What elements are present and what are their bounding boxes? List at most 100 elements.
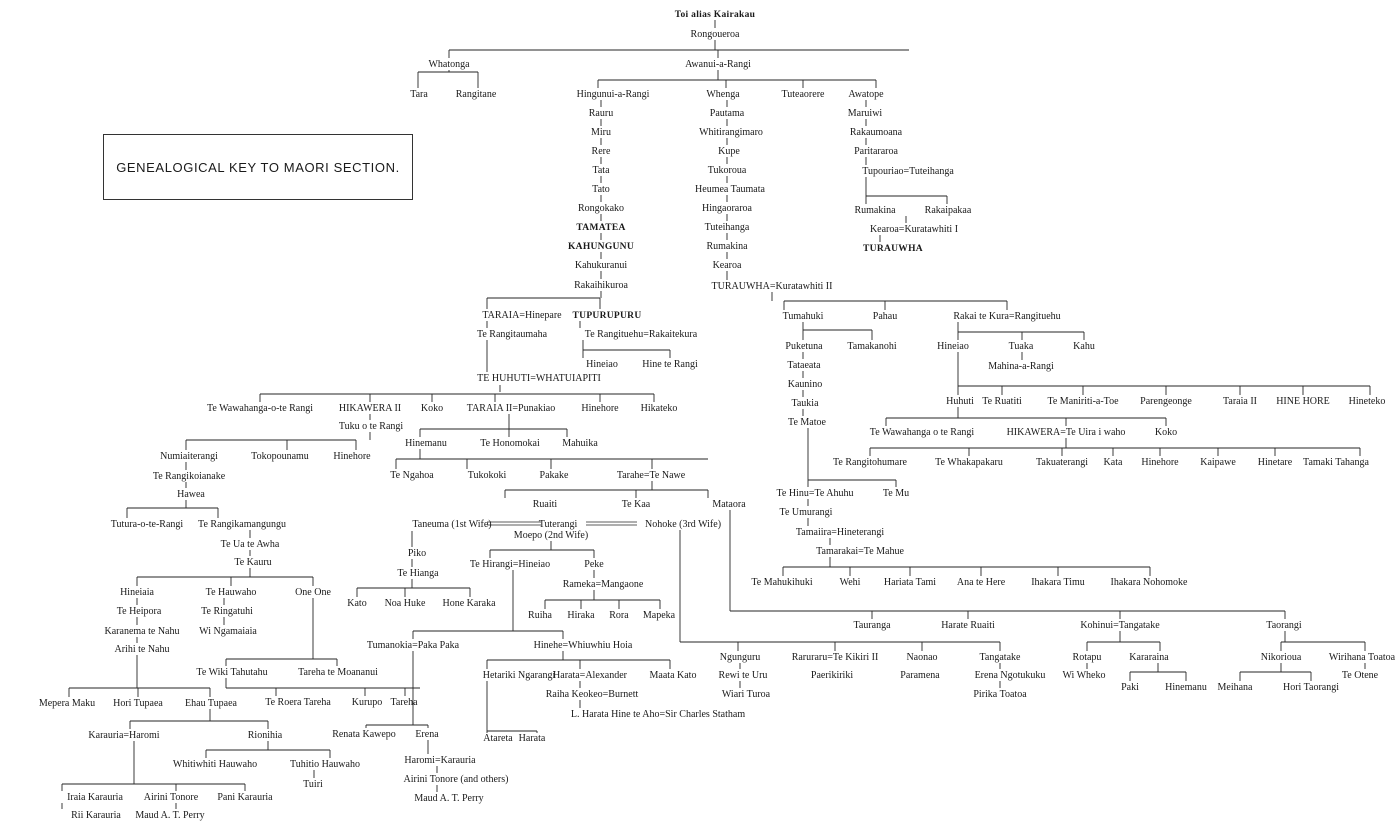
person-node-ehau: Ehau Tupaea	[185, 698, 238, 709]
person-node-rongoueroa: Rongoueroa	[691, 29, 740, 40]
person-node-kaunino: Kaunino	[788, 379, 822, 390]
person-node-hiraka: Hiraka	[567, 610, 595, 621]
tree-links	[61, 20, 1371, 809]
person-node-tupurupuru: TUPURUPURU	[573, 311, 642, 321]
person-node-ruaiti: Ruaiti	[533, 499, 558, 510]
person-node-harata2: Harata	[519, 733, 546, 744]
person-node-teotene: Te Otene	[1342, 670, 1379, 681]
person-node-tauranga: Tauranga	[853, 620, 891, 631]
person-node-taukia: Taukia	[791, 398, 819, 409]
person-node-taneuma: Taneuma (1st Wife)	[412, 519, 491, 530]
person-node-tataeata: Tataeata	[787, 360, 821, 371]
person-node-hineterangi_a: Hine te Rangi	[642, 359, 698, 370]
person-node-noahuke: Noa Huke	[385, 598, 426, 609]
person-node-tuiri: Tuiri	[303, 779, 323, 790]
person-node-teumurangi: Te Umurangi	[780, 507, 833, 518]
person-node-tuteaorere: Tuteaorere	[782, 89, 826, 100]
person-node-airini2: Airini Tonore (and others)	[404, 774, 509, 785]
person-node-mahuika: Mahuika	[562, 438, 598, 449]
person-node-kearoa_l: Kearoa	[713, 260, 742, 271]
person-node-rakaihikuroa: Rakaihikuroa	[574, 280, 628, 291]
person-node-rumakina_r: Rumakina	[854, 205, 896, 216]
person-node-rionihia: Rionihia	[248, 730, 283, 741]
person-node-tangatake2: Tangatake	[980, 652, 1022, 663]
person-node-whenga: Whenga	[706, 89, 740, 100]
person-node-hikateko1: Hikateko	[641, 403, 678, 414]
person-node-tumahuki: Tumahuki	[783, 311, 824, 322]
person-node-tehonomokai: Te Honomokai	[480, 438, 540, 449]
person-node-paritararoa: Paritararoa	[854, 146, 898, 157]
person-node-hawea: Hawea	[177, 489, 205, 500]
person-node-kaipawe: Kaipawe	[1200, 457, 1236, 468]
person-node-teruatiti: Te Ruatiti	[982, 396, 1022, 407]
person-node-terangituehu: Te Rangituehu=Rakaitekura	[585, 329, 698, 340]
person-node-tupouriao: Tupouriao=Tuteihanga	[862, 166, 954, 177]
person-node-tato: Tato	[592, 184, 610, 195]
person-node-tareha_m: Tareha te Moananui	[298, 667, 378, 678]
person-node-tekauru: Te Kauru	[234, 557, 271, 568]
person-node-kearoa_r: Kearoa=Kuratawhiti I	[870, 224, 958, 235]
person-node-teringatuhi: Te Ringatuhi	[201, 606, 253, 617]
person-node-tehirangi: Te Hirangi=Hineiao	[470, 559, 550, 570]
person-node-tuhitio: Tuhitio Hauwaho	[290, 759, 360, 770]
person-node-temu: Te Mu	[883, 488, 909, 499]
person-node-tukoroua: Tukoroua	[708, 165, 747, 176]
person-node-hineteko: Hineteko	[1349, 396, 1386, 407]
person-node-rangitane: Rangitane	[456, 89, 497, 100]
person-node-taraia3: Taraia II	[1223, 396, 1257, 407]
person-node-horitaorangi: Hori Taorangi	[1283, 682, 1339, 693]
person-node-hinehe: Hinehe=Whiuwhiu Hoia	[534, 640, 633, 651]
person-node-terangitohumare: Te Rangitohumare	[833, 457, 908, 468]
person-node-tehianga: Te Hianga	[397, 568, 439, 579]
person-node-maud2: Maud A. T. Perry	[414, 793, 483, 804]
person-node-kupe: Kupe	[718, 146, 740, 157]
person-node-teheipora: Te Heipora	[117, 606, 162, 617]
person-node-maruiwi: Maruiwi	[848, 108, 883, 119]
person-node-paramena: Paramena	[900, 670, 940, 681]
person-node-rakaumoana: Rakaumoana	[850, 127, 903, 138]
person-node-hinemanu1: Hinemanu	[405, 438, 447, 449]
person-node-tuterangi: Tuterangi	[539, 519, 578, 530]
person-node-pani: Pani Karauria	[217, 792, 273, 803]
person-node-whitirangimaro: Whitirangimaro	[699, 127, 763, 138]
person-node-peke: Peke	[584, 559, 604, 570]
person-node-hinehore3: HINE HORE	[1276, 396, 1330, 407]
person-node-mepera: Mepera Maku	[39, 698, 95, 709]
person-node-rauru: Rauru	[589, 108, 613, 119]
person-node-taorangi: Taorangi	[1266, 620, 1302, 631]
person-node-paerikiriki: Paerikiriki	[811, 670, 853, 681]
person-node-tengahoa: Te Ngahoa	[390, 470, 434, 481]
person-node-kurupo: Kurupo	[352, 697, 383, 708]
person-node-terangitaumaha: Te Rangitaumaha	[477, 329, 548, 340]
person-node-hinehore1: Hinehore	[581, 403, 619, 414]
person-node-kahungunu: KAHUNGUNU	[568, 242, 634, 252]
person-node-hinehore4: Hinehore	[1141, 457, 1179, 468]
person-node-kahu: Kahu	[1073, 341, 1095, 352]
person-node-nohoke: Nohoke (3rd Wife)	[645, 519, 721, 530]
person-node-erenangotukuku: Erena Ngotukuku	[975, 670, 1046, 681]
person-node-nikorioua: Nikorioua	[1261, 652, 1302, 663]
person-node-wiwheko: Wi Wheko	[1062, 670, 1105, 681]
person-node-teuateawha: Te Ua te Awha	[221, 539, 280, 550]
person-node-kato1: Kato	[347, 598, 366, 609]
person-node-teroera: Te Roera Tareha	[265, 697, 331, 708]
person-node-numia: Numiaiterangi	[160, 451, 218, 462]
person-node-tewawahanga1: Te Wawahanga-o-te Rangi	[207, 403, 313, 414]
person-node-tamaki: Tamaki Tahanga	[1303, 457, 1369, 468]
person-node-terangikoianake: Te Rangikoianake	[153, 471, 226, 482]
person-node-hinetare: Hinetare	[1258, 457, 1293, 468]
person-node-kohinui: Kohinui=Tangatake	[1080, 620, 1160, 631]
person-node-tuku: Tuku o te Rangi	[339, 421, 404, 432]
person-node-awanui: Awanui-a-Rangi	[685, 59, 751, 70]
person-node-taraia2: TARAIA II=Punakiao	[467, 403, 555, 414]
person-node-pahau: Pahau	[873, 311, 897, 322]
person-node-tuaka: Tuaka	[1009, 341, 1034, 352]
person-node-temaniriti: Te Maniriti-a-Toe	[1047, 396, 1119, 407]
person-node-heumea: Heumea Taumata	[695, 184, 765, 195]
person-node-rumakina_l: Rumakina	[706, 241, 748, 252]
person-node-ngunguru: Ngunguru	[720, 652, 761, 663]
person-node-whatonga: Whatonga	[428, 59, 470, 70]
person-node-rewi: Rewi te Uru	[719, 670, 768, 681]
person-node-whitiwhiti: Whitiwhiti Hauwaho	[173, 759, 257, 770]
